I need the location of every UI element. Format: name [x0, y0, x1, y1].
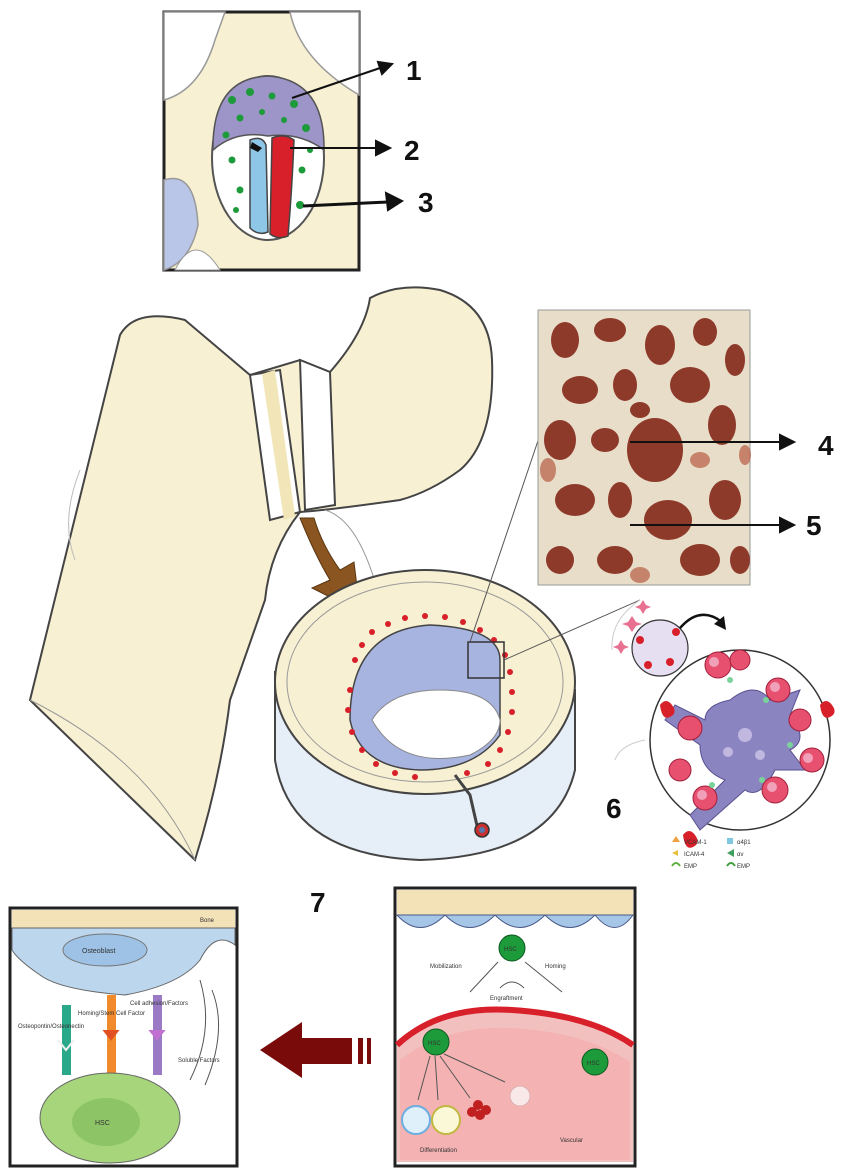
- mobilization-label: Mobilization: [430, 964, 462, 970]
- callout-3: 3: [418, 187, 434, 218]
- callout-7: 7: [310, 887, 326, 918]
- legend-vcam: VCAM-1: [684, 840, 707, 846]
- engraftment-label: Engraftment: [490, 996, 523, 1002]
- callout-1: 1: [406, 55, 422, 86]
- hsc-label-right-vessel: HSC: [587, 1061, 600, 1067]
- soluble-factors-label: Soluble Factors: [178, 1058, 220, 1064]
- homing-label: Homing: [545, 964, 566, 970]
- adhesion-legend: VCAM-1 ICAM-4 EMP α4β1 αv EMP: [672, 836, 751, 870]
- trabecular-micrograph: [538, 310, 751, 585]
- signal-osteopontin: Osteopontin/Osteonectin: [18, 1024, 84, 1030]
- callout-4: 4: [818, 430, 834, 461]
- callout-2: 2: [404, 135, 420, 166]
- vascular-label: Vascular: [560, 1138, 583, 1144]
- osteoblast-label: Osteoblast: [82, 948, 116, 955]
- callout-6: 6: [606, 793, 622, 824]
- legend-emp-left: EMP: [684, 864, 697, 870]
- legend-emp-right: EMP: [737, 864, 750, 870]
- callout-5: 5: [806, 510, 822, 541]
- hsc-label-top: HSC: [504, 947, 517, 953]
- hsc-label-left: HSC: [95, 1120, 110, 1127]
- erythroblastic-island: [612, 600, 835, 848]
- signal-adhesion: Cell adhesion/Factors: [130, 1001, 188, 1007]
- hsc-trafficking-panel: HSC Mobilization Homing Engraftment HSC …: [395, 888, 635, 1166]
- maroon-arrow: [260, 1022, 371, 1078]
- legend-icam: ICAM-4: [684, 852, 705, 858]
- differentiation-label: Differentiation: [420, 1148, 457, 1154]
- legend-alphav: αv: [737, 852, 743, 858]
- trabecular-inset: [164, 12, 359, 270]
- hsc-label-left-vessel: HSC: [428, 1041, 441, 1047]
- bone-label: Bone: [200, 918, 215, 924]
- signal-homing: Homing/Stem Cell Factor: [78, 1011, 145, 1017]
- legend-alpha4beta1: α4β1: [737, 840, 751, 846]
- niche-signaling-panel: Bone Osteoblast Osteopontin/Osteonectin …: [10, 908, 237, 1166]
